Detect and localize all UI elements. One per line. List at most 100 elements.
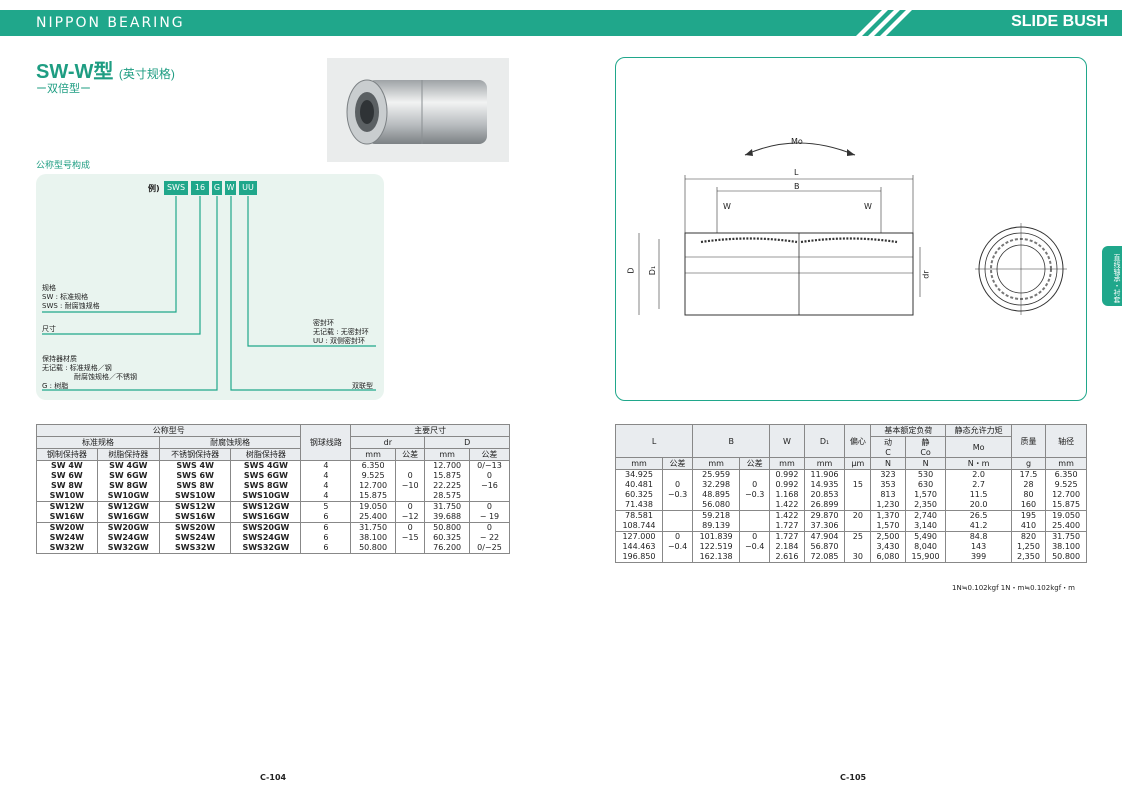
right_table-cell: 1.168 [769,490,805,500]
right_table-cell: 0 [661,480,694,490]
right_table-cell: 1,370 [870,510,906,521]
right_table-cell: 1,250 [1010,542,1047,552]
right_table-cell: 50.800 [1045,552,1087,563]
left_table-cell: 6 [300,522,352,533]
spec-label: 规格 [42,284,56,292]
th-d1-mm: mm [803,457,846,470]
left_table-cell: SWS 6W [158,471,232,481]
right_table-cell: 143 [945,542,1012,552]
right_table-cell: 11.5 [945,490,1012,500]
th-b-tol: 公差 [739,457,771,470]
left_table-cell [394,491,426,502]
left_table-cell: 6.350 [350,460,396,471]
left_table-cell: SW 6W [36,471,98,481]
right_table-cell: 34.925 [615,469,663,480]
right_table-cell: 2.616 [769,552,805,563]
th-mo: Mo [945,436,1012,458]
th-std: 标准规格 [36,436,160,449]
th-shaft-mm: mm [1045,457,1087,470]
page-number-left: C-104 [260,773,287,782]
right_table-cell: 144.463 [615,542,663,552]
seal-label: 密封环 [313,319,334,327]
left_table-cell: SWS 6GW [230,471,302,481]
right_table-cell: 31.750 [1045,531,1087,542]
right_table-cell: 60.325 [615,490,663,500]
left_table-cell: SWS32W [158,543,232,554]
right_table-cell: 30 [844,552,872,563]
th-mo-nm: N・m [945,457,1012,470]
th-ecc-um: μm [844,457,872,470]
left_table-cell: 15.875 [424,471,470,481]
right_table-cell [661,552,694,563]
right_table-cell [739,552,771,563]
dim-dr: dr [921,270,931,279]
right_table-cell [739,521,771,532]
right_table-cell: 630 [904,480,947,490]
right_table-cell: 26.5 [945,510,1012,521]
seal-none: 无记载 : 无密封环 [313,328,369,336]
left_table-cell: 0 [394,471,426,481]
right_table-cell: 530 [904,469,947,480]
th-sta-co: Co [920,448,931,457]
left_table-cell: SWS20GW [230,522,302,533]
th-b: B [692,424,771,458]
right_table-cell: 323 [870,469,906,480]
right_table-cell: 122.519 [692,542,741,552]
cage-none-2: 耐腐蚀规格／不锈钢 [74,373,137,381]
th-d1: D₁ [803,424,846,458]
left_table-cell: 50.800 [424,522,470,533]
left_table-cell: 4 [300,491,352,502]
right_table-cell: 32.298 [692,480,741,490]
th-l-mm: mm [615,457,663,470]
right_table-cell: 6.350 [1045,469,1087,480]
page-number-right: C-105 [840,773,867,782]
right_table-cell [844,542,872,552]
right_table-cell: 101.839 [692,531,741,542]
right_table-cell: 0.992 [769,469,805,480]
right_table-cell: 15 [844,480,872,490]
unit-note: 1N≒0.102kgf 1N・m≒0.102kgf・m [952,584,1075,592]
left_table-cell: SW32W [36,543,98,554]
right_table-cell: 127.000 [615,531,663,542]
right_table-cell: 37.306 [803,521,846,532]
right_table-cell: 25.959 [692,469,741,480]
th-steel: 钢制保持器 [36,448,98,461]
left_table-cell: 0 [468,501,511,512]
right_table-cell: 2,350 [1010,552,1047,563]
right_table-cell: 410 [1010,521,1047,532]
th-sta-label: 静 [921,438,930,447]
left_table-cell: 4 [300,481,352,491]
right_table-cell [661,521,694,532]
left_table-cell: SW24GW [96,533,160,543]
left_table-cell: 19.050 [350,501,396,512]
left_table-cell: −15 [394,533,426,543]
right_table-cell: 71.438 [615,500,663,511]
right_table-cell: 0 [739,480,771,490]
th-shaft: 轴径 [1045,424,1087,458]
right_table-cell: 20 [844,510,872,521]
right_table-cell: 26.899 [803,500,846,511]
left_table-cell: SW 6GW [96,471,160,481]
left_table-cell: 0 [394,522,426,533]
right_table-cell: 2.7 [945,480,1012,490]
title-main: SW-W型 [36,61,114,83]
left_table-cell: SWS10W [158,491,232,502]
right_table-cell: −0.3 [661,490,694,500]
left_table-cell: −16 [468,481,511,491]
right_table-cell: 25.400 [1045,521,1087,532]
page-title: SW-W型 (英寸规格) [36,55,175,84]
left_table-cell: 15.875 [350,491,396,502]
side-tab: 直线轴承・衬套 [1102,246,1122,306]
right_table-cell: 0.992 [769,480,805,490]
code-seg-g: G [212,181,222,195]
right_table-cell [844,500,872,511]
left_table-cell: SW16GW [96,512,160,523]
right_table-cell: 1.727 [769,531,805,542]
